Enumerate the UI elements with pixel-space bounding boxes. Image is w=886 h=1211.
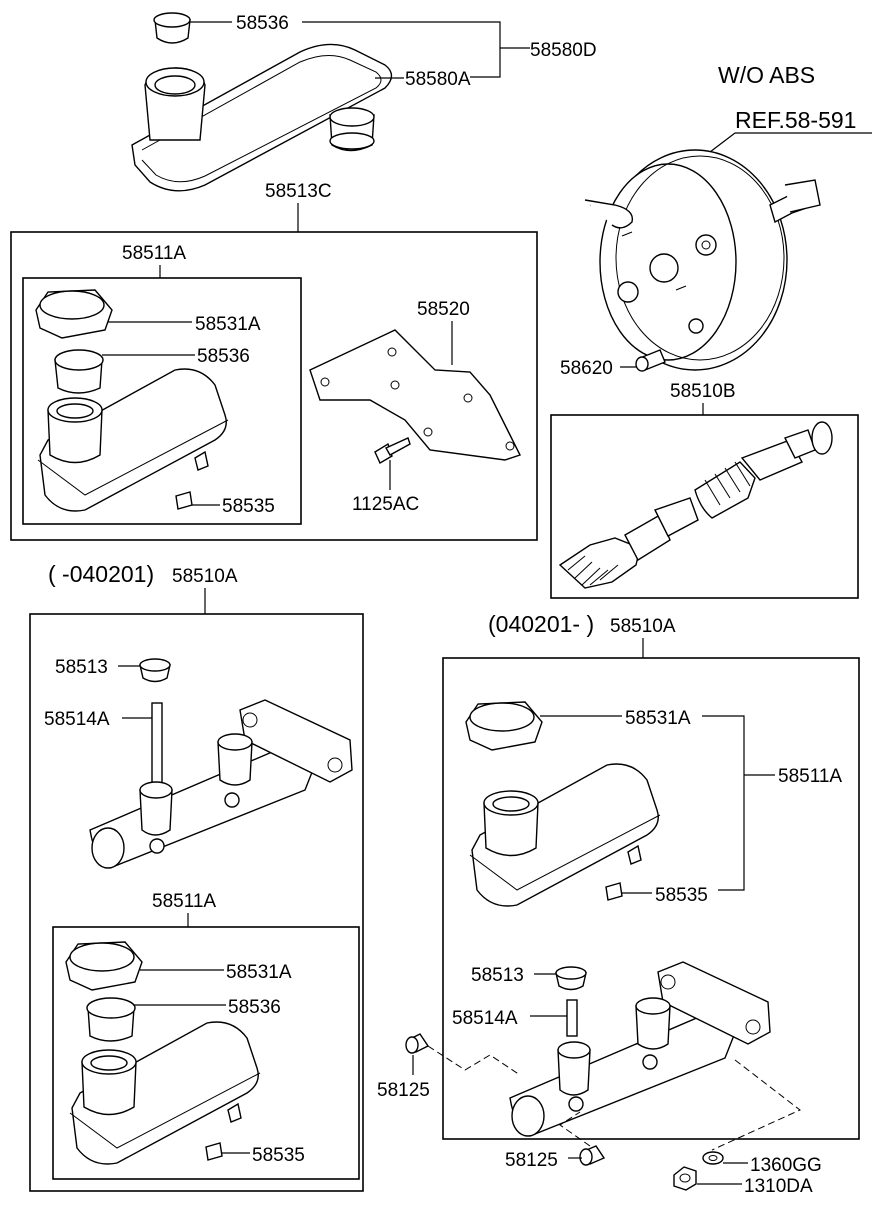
label-58535-c: 58535 [655, 885, 708, 906]
label-58125-left: 58125 [377, 1080, 430, 1101]
label-58510a-early: 58510A [172, 566, 238, 587]
label-58520: 58520 [417, 299, 470, 320]
label-58531a-b: 58531A [226, 962, 292, 983]
group-box-58513c [10, 231, 538, 541]
label-58535-b: 58535 [252, 1145, 305, 1166]
pin-58514a-late-drawing [566, 999, 578, 1037]
label-58511a-early: 58511A [152, 891, 216, 912]
group-box-58510a-late [442, 657, 860, 1140]
master-cylinder-early-drawing [89, 699, 353, 869]
cap-58536-top-drawing [153, 12, 191, 44]
label-58513c: 58513C [265, 181, 332, 202]
grommet-58513-early-drawing [139, 658, 171, 683]
label-58510a-late: 58510A [610, 616, 676, 637]
label-58535-a: 58535 [222, 496, 275, 517]
label-1360gg: 1360GG [750, 1155, 822, 1176]
label-58513-late: 58513 [471, 965, 524, 986]
nut-58620-drawing [635, 349, 666, 372]
label-date-late: (040201- ) [488, 611, 594, 637]
sensor-58535-c-drawing [605, 882, 623, 901]
bracket-58520-drawing [309, 329, 521, 461]
sensor-58535-b-drawing [205, 1142, 223, 1161]
label-58536-top: 58536 [236, 13, 289, 34]
label-58510b: 58510B [670, 381, 736, 402]
reservoir-a-drawing [37, 368, 229, 512]
brake-booster-drawing [584, 149, 821, 371]
label-58536-b: 58536 [228, 997, 281, 1018]
reservoir-58580a-drawing [131, 43, 393, 192]
plug-58125-left-drawing [405, 1033, 430, 1054]
label-58580a: 58580A [405, 69, 471, 90]
sensor-58535-a-drawing [175, 491, 193, 510]
label-58511a-late: 58511A [778, 766, 842, 787]
label-1310da: 1310DA [744, 1176, 813, 1197]
bolt-1125ac-drawing [374, 437, 411, 464]
seal-58536-drawing [54, 349, 104, 394]
label-58514a-early: 58514A [44, 709, 110, 730]
cap-58531a-drawing [35, 289, 113, 339]
washer-1360gg-drawing [702, 1151, 724, 1165]
reservoir-c-drawing [469, 763, 661, 907]
label-58514a-late: 58514A [452, 1008, 518, 1029]
label-ref-booster: REF.58-591 [735, 107, 856, 133]
group-box-58511a-early [52, 926, 360, 1180]
label-58531a-c: 58531A [625, 708, 691, 729]
master-cylinder-late-drawing [509, 961, 771, 1137]
cap-58531a-c-drawing [465, 701, 543, 751]
label-1125ac: 1125AC [352, 494, 419, 515]
group-box-58510b [550, 414, 859, 599]
label-58536-a: 58536 [197, 346, 250, 367]
label-58511a-top: 58511A [122, 243, 186, 264]
seal-58536-b-drawing [86, 997, 136, 1042]
reservoir-b-drawing [69, 1021, 261, 1165]
grommet-58513-late-drawing [555, 966, 587, 991]
label-58580d: 58580D [530, 40, 597, 61]
label-58513-early: 58513 [55, 657, 108, 678]
label-date-early: ( -040201) [48, 561, 154, 587]
piston-kit-drawing [558, 421, 833, 589]
group-box-58511a-top [22, 277, 302, 525]
label-58620: 58620 [560, 358, 613, 379]
plug-58125-bottom-drawing [579, 1145, 606, 1166]
cap-58531a-b-drawing [65, 941, 143, 991]
nut-1310da-drawing [673, 1166, 697, 1191]
label-58531a-a: 58531A [195, 314, 261, 335]
label-58125-bottom: 58125 [505, 1150, 558, 1171]
group-box-58510a-early [29, 613, 364, 1192]
label-wo-abs: W/O ABS [718, 62, 815, 88]
pin-58514a-early-drawing [151, 702, 163, 786]
